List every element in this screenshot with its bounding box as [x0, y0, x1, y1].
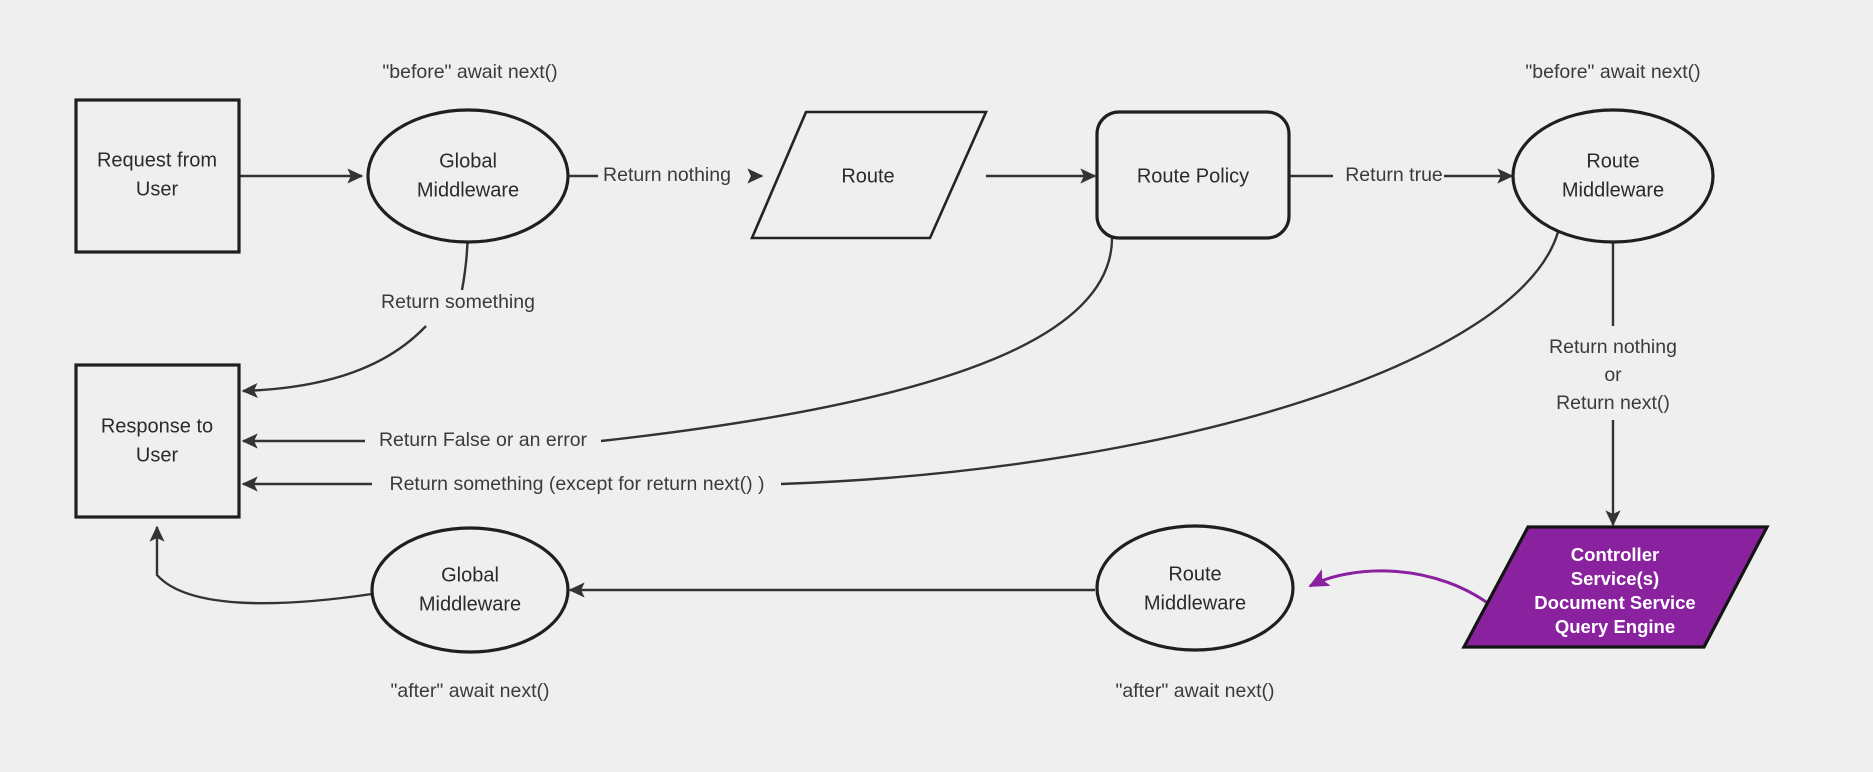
node-response-to-user[interactable]: Response to User [74, 363, 241, 519]
node-controller-line3: Document Service [1534, 592, 1695, 613]
edge-route-middleware-return-something-curve [780, 231, 1560, 486]
node-route-middleware-bottom-line1: Route [1168, 563, 1221, 585]
annotation-before-await-next-left: "before" await next() [382, 61, 557, 83]
edge-label-return-something-except: Return something (except for return next… [390, 473, 765, 495]
node-route[interactable]: Route [750, 110, 989, 240]
node-route-middleware-bottom-line2: Middleware [1144, 592, 1246, 614]
node-request-from-user-line1: Request from [97, 149, 217, 171]
node-route-middleware-top-line1: Route [1586, 150, 1639, 172]
node-response-to-user-line2: User [136, 444, 179, 466]
edge-controller-to-route-middleware-bottom [1308, 569, 1498, 612]
node-controller-line1: Controller [1571, 544, 1659, 565]
node-route-policy-label: Route Policy [1137, 165, 1249, 187]
edge-label-return-nothing-or-next-2: or [1604, 364, 1622, 386]
edge-label-return-something: Return something [381, 291, 535, 313]
node-request-from-user-line2: User [136, 178, 179, 200]
node-global-middleware-bottom[interactable]: Global Middleware [370, 526, 570, 654]
node-route-middleware-bottom[interactable]: Route Middleware [1095, 524, 1295, 652]
edge-global-middleware-return-something-lower [241, 325, 427, 399]
node-global-middleware-top-line2: Middleware [417, 179, 519, 201]
annotation-before-await-next-right: "before" await next() [1525, 61, 1700, 83]
node-route-middleware-top-line2: Middleware [1562, 179, 1664, 201]
edge-route-policy-return-false-curve [600, 237, 1114, 443]
edge-label-return-nothing-or-next-1: Return nothing [1549, 336, 1677, 358]
annotation-after-await-next-right: "after" await next() [1115, 680, 1274, 702]
node-controller-line4: Query Engine [1555, 616, 1675, 637]
node-route-policy[interactable]: Route Policy [1095, 110, 1291, 240]
node-route-label: Route [841, 165, 894, 187]
node-route-middleware-top[interactable]: Route Middleware [1511, 108, 1715, 244]
edge-label-return-nothing: Return nothing [603, 164, 731, 186]
node-controller-line2: Service(s) [1571, 568, 1659, 589]
node-global-middleware-top-line1: Global [439, 150, 497, 172]
edge-label-return-true: Return true [1345, 164, 1443, 186]
node-global-middleware-bottom-line1: Global [441, 564, 499, 586]
node-global-middleware-bottom-line2: Middleware [419, 593, 521, 615]
node-controller-services[interactable]: Controller Service(s) Document Service Q… [1461, 525, 1770, 649]
node-global-middleware-top[interactable]: Global Middleware [366, 108, 570, 244]
edge-label-return-false-or-error: Return False or an error [379, 429, 588, 451]
edge-label-return-nothing-or-next-3: Return next() [1556, 392, 1670, 414]
node-request-from-user[interactable]: Request from User [74, 98, 241, 254]
node-response-to-user-line1: Response to [101, 415, 213, 437]
edge-global-middleware-bottom-to-response [149, 525, 373, 605]
annotation-after-await-next-left: "after" await next() [390, 680, 549, 702]
